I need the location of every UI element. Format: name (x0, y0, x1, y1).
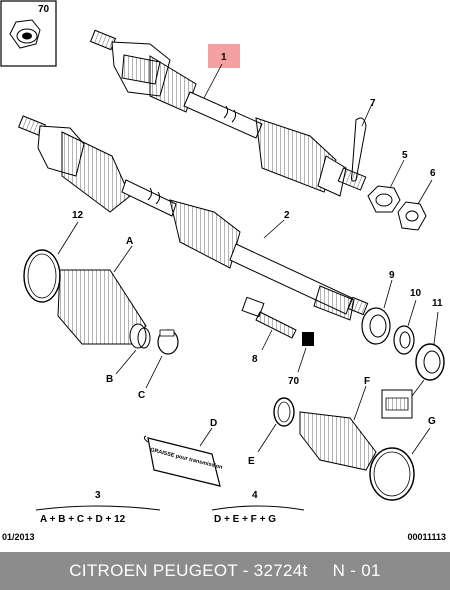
part-F-boot: F (299, 376, 377, 471)
driveshaft-upper (89, 29, 367, 197)
part-9-bearing: 9 (361, 270, 395, 345)
part-70-nut: 70 (288, 332, 314, 387)
callout-6: 6 (430, 168, 436, 179)
callout-2: 2 (284, 210, 290, 221)
kit-4-number: 4 (252, 490, 258, 501)
kit-3-formula: A + B + C + D + 12 (40, 514, 126, 525)
seal-cross-section-inset (381, 379, 425, 419)
callout-C: C (138, 390, 145, 401)
callout-D: D (210, 418, 217, 429)
part-B-ring: B (106, 327, 151, 385)
kit-3-number: 3 (95, 490, 101, 501)
date-stamp: 01/2013 (2, 532, 35, 542)
nut-inset-box: 70 (0, 0, 57, 67)
part-10-seal: 10 (393, 288, 422, 355)
callout-11: 11 (432, 298, 443, 309)
callout-9: 9 (389, 270, 395, 281)
part-7-cotter-pin: 7 (351, 98, 376, 182)
part-D-grease-pack: GRAISSE pour transmission D (143, 418, 224, 487)
part-C-clamp: C (138, 329, 179, 401)
driveshaft-exploded-diagram: 70 1 (0, 0, 445, 525)
callout-10: 10 (410, 288, 422, 299)
part-11-bearing-seal: 11 (381, 298, 445, 419)
callout-A: A (126, 236, 133, 247)
callout-1: 1 (221, 52, 227, 63)
part-A-boot: A (57, 236, 147, 349)
callout-F: F (364, 376, 370, 387)
kit-4-formula: D + E + F + G (214, 514, 276, 525)
callout-E: E (248, 456, 255, 467)
document-number: 00011113 (407, 532, 446, 542)
callout-70-inset: 70 (38, 4, 50, 15)
part-G-clamp: G (369, 416, 436, 501)
part-5-hub-nut: 5 (367, 150, 408, 213)
callout-2-group: 2 (263, 210, 290, 239)
kit-4: 4 D + E + F + G (211, 490, 305, 525)
driveshaft-lower (17, 115, 369, 321)
part-E-clamp: E (248, 397, 295, 467)
callout-8: 8 (252, 354, 258, 365)
callout-12: 12 (72, 210, 84, 221)
callout-5: 5 (402, 150, 408, 161)
part-6-castle-nut: 6 (397, 168, 436, 231)
callout-7: 7 (370, 98, 376, 109)
footer-text: CITROEN PEUGEOT - 32724t N - 01 (69, 561, 381, 580)
callout-B: B (106, 374, 113, 385)
callout-G: G (428, 416, 436, 427)
part-8-bolt: 8 (241, 296, 297, 365)
part-1-highlight: 1 (203, 44, 240, 99)
kit-3: 3 A + B + C + D + 12 (35, 490, 161, 525)
callout-70: 70 (288, 376, 300, 387)
footer-bar: CITROEN PEUGEOT - 32724t N - 01 (0, 552, 450, 590)
